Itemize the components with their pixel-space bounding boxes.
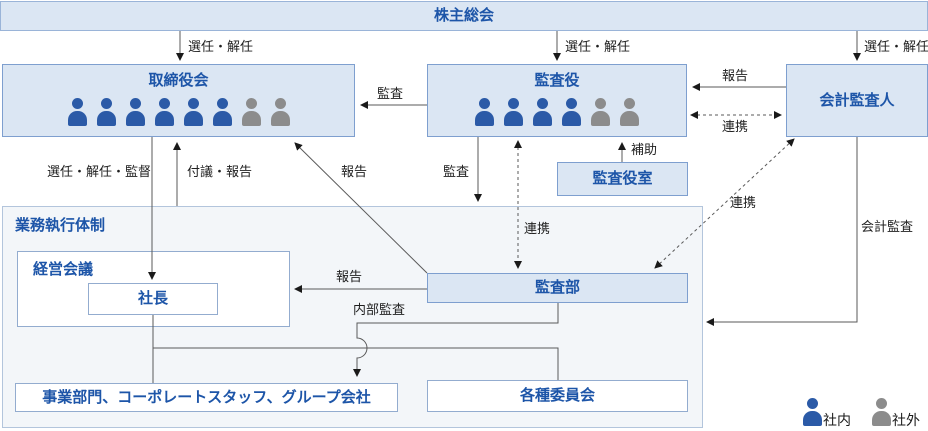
node-management-meeting-label: 経営会議 [33, 261, 94, 278]
person-icon-external [591, 98, 610, 126]
person-icon-internal [96, 98, 116, 126]
edge-label-appoint-dismiss-supervise: 選任・解任・監督 [47, 164, 152, 179]
person-icon-external [620, 98, 639, 126]
board-member-icons [3, 98, 354, 126]
node-shareholders-label: 株主総会 [433, 7, 494, 24]
person-icon-internal [154, 98, 174, 126]
person-icon-external [241, 98, 261, 126]
edge-label-report-auditdept-management: 報告 [336, 269, 363, 284]
node-audit-dept-label: 監査部 [534, 279, 580, 296]
node-president: 社長 [88, 283, 218, 315]
person-icon-internal [125, 98, 145, 126]
legend-internal-person-icon [803, 398, 822, 426]
edge-label-cooperate-auditors-accounting: 連携 [722, 119, 749, 134]
person-icon-internal [183, 98, 203, 126]
person-icon-external [270, 98, 290, 126]
edge-label-report-accounting: 報告 [722, 68, 749, 83]
node-board-label: 取締役会 [148, 72, 209, 89]
node-business-execution-label: 業務執行体制 [15, 217, 106, 234]
person-icon-internal [504, 98, 523, 126]
edge-label-appoint-dismiss-board: 選任・解任 [188, 39, 254, 54]
auditors-member-icons [428, 98, 686, 126]
node-business-divisions-label: 事業部門、コーポレートスタッフ、グループ会社 [42, 388, 371, 406]
node-auditors: 監査役 [427, 64, 687, 137]
edge-label-submit-report: 付議・報告 [187, 164, 253, 179]
node-auditors-office-label: 監査役室 [592, 170, 653, 187]
person-icon-internal [533, 98, 552, 126]
edge-label-audit-board: 監査 [377, 86, 404, 101]
legend-external-person-icon [872, 398, 891, 426]
person-icon-internal [67, 98, 87, 126]
node-board: 取締役会 [2, 64, 355, 137]
legend-internal-label: 社内 [823, 412, 851, 428]
node-accounting-auditor: 会計監査人 [786, 64, 928, 137]
edge-label-appoint-dismiss-accounting: 選任・解任 [864, 39, 928, 54]
edge-label-assist: 補助 [631, 142, 658, 157]
edge-label-cooperate-accounting-auditdept: 連携 [730, 195, 757, 210]
person-icon-internal [475, 98, 494, 126]
edge-label-cooperate-auditors-auditdept: 連携 [524, 221, 551, 236]
node-auditors-label: 監査役 [534, 72, 580, 89]
node-audit-dept: 監査部 [427, 273, 688, 303]
node-shareholders: 株主総会 [0, 1, 928, 31]
node-president-label: 社長 [137, 290, 168, 307]
edge-label-audit-business: 監査 [443, 164, 470, 179]
person-icon-internal [212, 98, 232, 126]
edge-label-report-auditdept-board: 報告 [341, 164, 368, 179]
edge-label-appoint-dismiss-auditors: 選任・解任 [565, 39, 631, 54]
edge-label-accounting-audit: 会計監査 [861, 219, 914, 234]
node-committees: 各種委員会 [427, 380, 688, 412]
node-accounting-auditor-label: 会計監査人 [819, 91, 895, 109]
edge-label-internal-audit: 内部監査 [353, 302, 406, 317]
node-business-divisions: 事業部門、コーポレートスタッフ、グループ会社 [15, 383, 398, 412]
node-committees-label: 各種委員会 [519, 387, 595, 404]
node-auditors-office: 監査役室 [557, 162, 688, 196]
person-icon-internal [562, 98, 581, 126]
legend-external-label: 社外 [892, 412, 920, 428]
